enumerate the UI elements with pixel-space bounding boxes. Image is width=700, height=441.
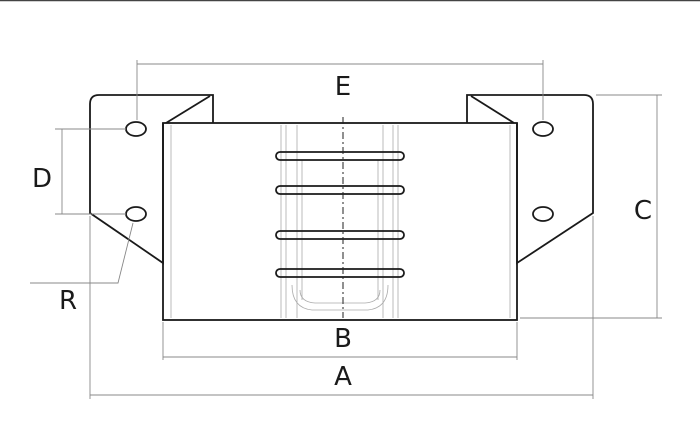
mounting-hole [532, 121, 554, 137]
dimension-e: E [136, 60, 544, 120]
label-d: D [32, 164, 52, 194]
label-r: R [59, 286, 77, 316]
mounting-hole [125, 121, 147, 137]
cage-rungs [275, 151, 405, 278]
mounting-hole [125, 206, 147, 222]
label-b: B [334, 324, 352, 354]
dimension-b: B [162, 322, 518, 360]
left-mounting-plate [89, 94, 214, 265]
dimension-r: R [30, 222, 134, 316]
label-c: C [634, 196, 652, 226]
main-body [162, 117, 518, 321]
label-a: A [334, 362, 352, 392]
cage-lines [280, 125, 399, 318]
mounting-hole [532, 206, 554, 222]
right-mounting-plate [466, 94, 594, 265]
dimension-c: C [520, 94, 662, 319]
label-e: E [335, 72, 351, 102]
dimension-d: D [32, 128, 126, 215]
dimension-a: A [89, 216, 594, 399]
